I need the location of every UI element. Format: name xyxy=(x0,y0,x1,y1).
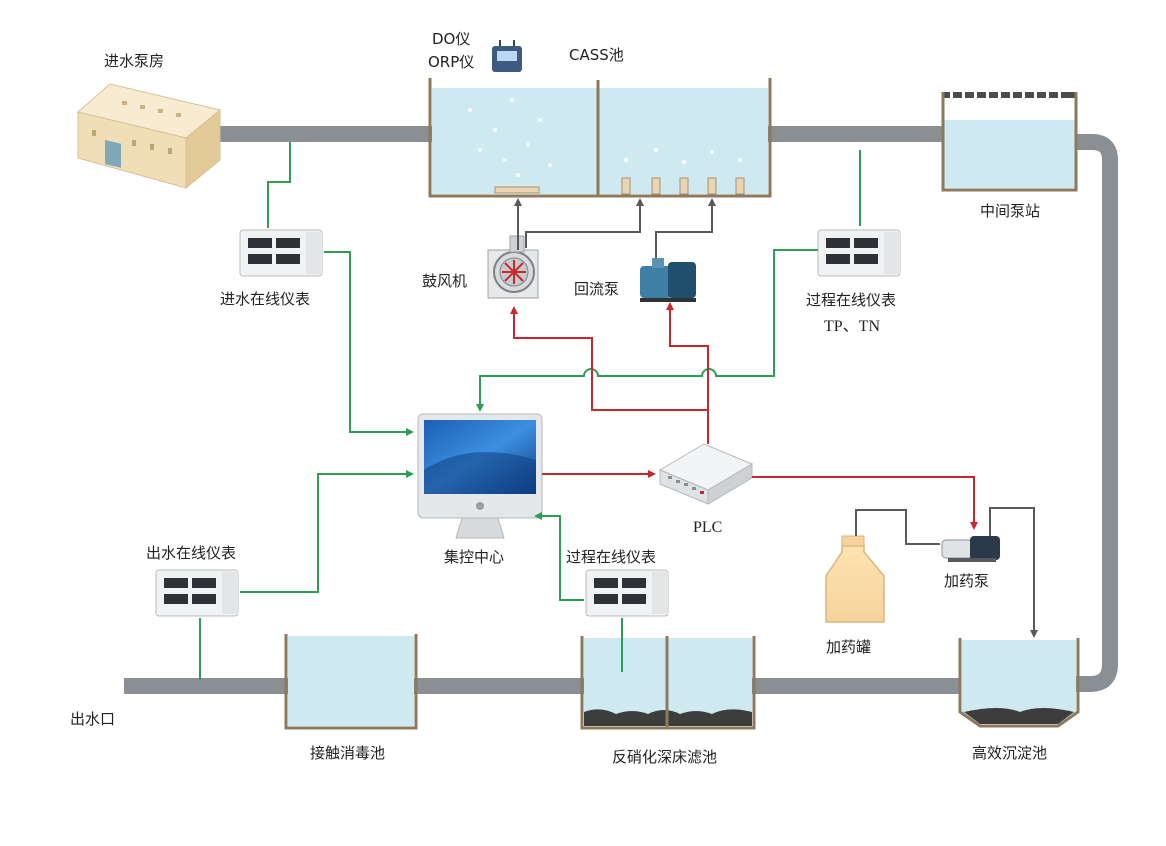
label-tp-tn: TP、TN xyxy=(824,318,880,335)
label-dosing-tank: 加药罐 xyxy=(826,638,871,656)
label-high-efficiency-sedimentation: 高效沉淀池 xyxy=(972,744,1047,762)
contact-disinfection-tank xyxy=(284,634,418,730)
label-blower: 鼓风机 xyxy=(422,272,467,290)
signal-lines xyxy=(199,142,861,680)
process-online-meter-bottom-icon xyxy=(585,569,669,617)
denitrification-filter xyxy=(580,636,756,730)
label-outlet: 出水口 xyxy=(70,710,115,728)
dosing-tank-icon xyxy=(825,535,885,623)
return-pump-icon xyxy=(640,258,696,302)
high-efficiency-sedimentation-tank xyxy=(958,638,1080,728)
inlet-pump-house xyxy=(76,83,222,190)
air-and-chemical-lines xyxy=(514,198,1038,638)
label-plc: PLC xyxy=(693,519,722,536)
control-lines xyxy=(510,302,978,530)
label-orp-meter: ORP仪 xyxy=(428,53,474,71)
inlet-online-meter-icon xyxy=(239,229,323,277)
label-process-online-meter-bottom: 过程在线仪表 xyxy=(566,548,656,566)
label-outlet-online-meter: 出水在线仪表 xyxy=(146,544,236,562)
pipe-intermediate-to-sedimentation xyxy=(1076,134,1118,692)
label-do-meter: DO仪 xyxy=(432,30,470,48)
label-cass-tank: CASS池 xyxy=(569,46,624,64)
dosing-pump-icon xyxy=(941,536,1000,562)
intermediate-pump-station xyxy=(941,92,1078,192)
label-dosing-pump: 加药泵 xyxy=(944,572,989,590)
label-denitrification-filter: 反硝化深床滤池 xyxy=(612,748,717,766)
label-inlet-pump-house: 进水泵房 xyxy=(104,52,164,70)
process-pipes xyxy=(124,126,1118,694)
label-process-online-meter-top: 过程在线仪表 xyxy=(806,291,896,309)
plc-icon xyxy=(658,443,754,505)
do-orp-meter-icon xyxy=(492,40,522,72)
label-return-pump: 回流泵 xyxy=(574,280,619,298)
control-center-monitor-icon xyxy=(417,413,543,539)
cass-tank xyxy=(428,78,772,198)
outlet-online-meter-icon xyxy=(155,569,239,617)
label-control-center: 集控中心 xyxy=(444,548,504,566)
label-inlet-online-meter: 进水在线仪表 xyxy=(220,290,310,308)
process-online-meter-top-icon xyxy=(817,229,901,277)
blower-icon xyxy=(487,235,539,299)
label-intermediate-pump-station: 中间泵站 xyxy=(980,202,1040,220)
label-contact-disinfection-tank: 接触消毒池 xyxy=(310,744,385,762)
